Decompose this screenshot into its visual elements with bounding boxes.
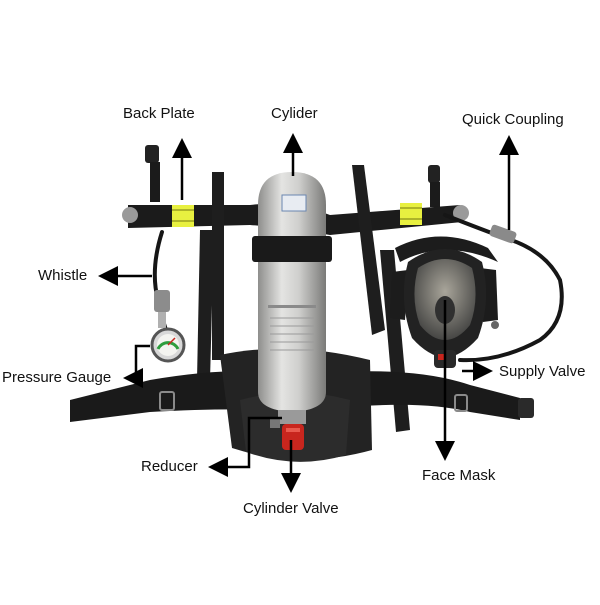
cylinder-valve-label: Cylinder Valve [243, 500, 339, 517]
pressure-gauge [150, 327, 186, 363]
cylinder [252, 172, 332, 412]
pressure-gauge-arrow [123, 344, 150, 388]
quick-coupling-label: Quick Coupling [462, 111, 564, 128]
cylinder-strap [252, 236, 332, 262]
back-plate-label: Back Plate [123, 105, 195, 122]
cylinder-valve [282, 424, 304, 450]
whistle [154, 290, 170, 312]
reflective-stripe-left [172, 205, 194, 227]
reducer [270, 410, 306, 428]
face-mask-label: Face Mask [422, 467, 496, 484]
supply-valve-label: Supply Valve [499, 363, 586, 380]
belt-buckle [518, 398, 534, 418]
reflective-stripe-right [400, 203, 422, 225]
right-top-buckle [428, 165, 440, 183]
pressure-gauge-label: Pressure Gauge [2, 369, 112, 386]
whistle-label: Whistle [38, 267, 88, 284]
cylinder-label: Cylider [271, 105, 318, 122]
reducer-arrow [208, 416, 282, 477]
supply-hose [443, 213, 564, 363]
left-top-buckle [145, 145, 159, 163]
callout-arrows [98, 133, 519, 493]
quick-coupling [489, 224, 517, 244]
reducer-label: Reducer [141, 458, 198, 475]
